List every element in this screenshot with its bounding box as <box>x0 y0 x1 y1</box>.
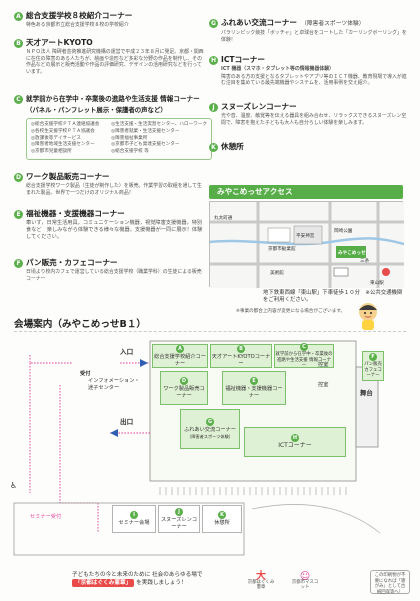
reception-label: 受付 <box>80 371 91 377</box>
map-label: 丸太町通 <box>214 214 233 221</box>
section-e-badge: E <box>14 210 23 219</box>
list-item: ◎障害者地域生活支援センター <box>31 142 95 148</box>
section-g-title: ふれあい交流コーナー（障害者スポーツ体験） <box>221 18 407 29</box>
section-d-badge: D <box>14 173 23 182</box>
section-d-title: ワーク製品販売コーナー <box>25 172 207 182</box>
footer: 子どもたちの今と未来のために 社会のあらゆる場で 「京都はぐくみ憲章」を実践しま… <box>0 568 420 601</box>
access-map-drawing: 平安神宮 京都市勧業館 みやこめっせ 東山駅 三条 丸太町通 岡崎公園 美術館 <box>210 202 404 288</box>
map-label: 京都市勧業館 <box>268 245 296 252</box>
section-h-desc: 障害のある方の支援となるタブレットやアプリ等のＩＣＴ機器、教育現場で導入が進む注… <box>221 73 407 87</box>
section-g: G ふれあい交流コーナー（障害者スポーツ体験） パラリンピック競技「ボッチャ」と… <box>209 18 407 43</box>
section-a-badge: A <box>14 12 23 21</box>
section-a: A 総合支援学校８校紹介コーナー 特色ある京都市立総合支援学校８校の学校紹介 <box>14 11 204 29</box>
exit-label: 出口 <box>120 418 134 426</box>
section-f-title: パン販売・カフェコーナー <box>25 258 207 268</box>
section-c: C 就学前から在学中・卒業後の進路や生活支援 情報コーナー （パネル・パンフレッ… <box>14 94 213 160</box>
restroom-icon: ♿ <box>10 481 18 490</box>
section-k-badge: K <box>209 143 218 152</box>
section-f-desc: 日頃より校内カフェで運営している総合支援学校（職業学科）の生徒による販売コーナー <box>26 269 202 282</box>
mascot-illustration <box>352 300 384 336</box>
venue-title: 会場案内（みやこめっせB１） <box>14 319 147 330</box>
section-j-title: スヌーズレンコーナー <box>220 102 408 112</box>
map-label: 平安神宮 <box>296 232 315 239</box>
footer-tag: 「京都はぐくみ憲章」 <box>72 579 135 587</box>
section-b: B 天才アートKYOTO ＮＰＯ法人 障碍者芸術推進研究機構の運営で平成２３年８… <box>14 38 207 75</box>
section-a-desc: 特色ある京都市立総合支援学校８校の学校紹介 <box>26 22 129 28</box>
map-label: 東山駅 <box>370 279 384 286</box>
footer-line2: を実践しましょう！ <box>136 580 187 586</box>
list-item: ◎総合支援学校 等 <box>111 149 149 155</box>
footnote: ※事業の都合上内容が変更になる場合がございます。 <box>236 309 346 314</box>
section-h-sub: ICT 機器（スマホ・タブレット等の情報機器体験） <box>221 66 335 72</box>
section-c-title: 就学前から在学中・卒業後の進路や生活支援 情報コーナー <box>25 94 213 104</box>
footer-line1: 子どもたちの今と未来のために 社会のあらゆる場で <box>72 572 203 578</box>
mascot-logo: ☺ 京都市マスコット <box>291 571 319 590</box>
section-d: D ワーク製品販売コーナー 総合支援学校ワーク製品（生徒が制作した）を販売。作業… <box>14 172 207 196</box>
section-d-desc: 総合支援学校ワーク製品（生徒が制作した）を販売。作業学習の取組を通して生まれた製… <box>26 183 202 196</box>
section-f-badge: F <box>14 259 23 268</box>
section-j-badge: J <box>209 103 218 112</box>
section-f: F パン販売・カフェコーナー 日頃より校内カフェで運営している総合支援学校（職業… <box>14 258 207 282</box>
section-g-badge: G <box>209 19 218 28</box>
list-item: ◎京都市子ども発達支援センター <box>111 142 180 148</box>
access-map: 平安神宮 京都市勧業館 みやこめっせ 東山駅 三条 丸太町通 岡崎公園 美術館 <box>209 201 404 288</box>
section-h-title: ICTコーナー <box>220 55 408 65</box>
section-k: K 休憩所 <box>209 142 405 152</box>
section-h: H ICTコーナー ICT 機器（スマホ・タブレット等の情報機器体験） 障害のあ… <box>209 55 408 87</box>
section-c-badge: C <box>14 95 23 104</box>
venue-divider <box>14 331 406 332</box>
list-item: ◎放課後等デイサービス <box>31 135 81 141</box>
section-c-list: ◎総合支援学校ＰＴＡ連絡協議会 ◎生活支援・生活実習センター、ハローワーク ◎各… <box>26 118 212 160</box>
section-g-sub: （障害者スポーツ体験） <box>300 21 365 27</box>
section-e-desc: 車いす，日常生活用具，コミュニケーション機器，視覚障害支援機器，特別食など 楽し… <box>26 220 203 240</box>
map-label: 美術館 <box>270 269 284 276</box>
info-center-label: インフォメーション・迷子センター <box>88 378 140 391</box>
map-label: 岡崎公園 <box>334 227 353 234</box>
recycle-note: この印刷物が不要になれば「雑がみ」として古紙回収等へ！ <box>370 570 410 595</box>
section-g-title-text: ふれあい交流コーナー <box>221 18 297 27</box>
section-a-title: 総合支援学校８校紹介コーナー <box>24 11 134 21</box>
list-item: ◎総合支援学校ＰＴＡ連絡協議会 <box>31 122 100 127</box>
entrance-label: 入口 <box>120 348 134 356</box>
section-k-title: 休憩所 <box>220 142 245 152</box>
map-label: 三条 <box>360 257 370 264</box>
waiting-room-2-label: 控室 <box>318 382 329 388</box>
footer-message: 子どもたちの今と未来のために 社会のあらゆる場で 「京都はぐくみ憲章」を実践しま… <box>72 571 202 587</box>
list-item: ◎障害福祉事業所 <box>111 135 148 141</box>
map-label: みやこめっせ <box>338 249 366 256</box>
section-j-desc: 光や音、温度、触覚等を伝える器具を組み合わせ、リラックスできるスヌーズレン空間で… <box>221 113 407 126</box>
section-b-badge: B <box>14 39 23 48</box>
section-c-sub: （パネル・パンフレット展示・保護者の声など） <box>26 106 167 114</box>
section-b-title: 天才アートKYOTO <box>25 38 207 48</box>
access-note: 地下鉄東西線「東山駅」下車徒歩１０分 ※公共交通機関をご利用ください。 <box>263 290 403 303</box>
section-b-desc: ＮＰＯ法人 障碍者芸術推進研究機構の運営で平成２３年８月に発足。京都・関西に在住… <box>26 49 204 75</box>
waiting-room-label: 控室 <box>318 362 329 368</box>
list-item: ◎各校生支援学校ＰＴＡ協議会 <box>31 128 95 134</box>
list-item: ◎障害者就業・生活支援センター <box>111 128 180 134</box>
hagukumi-logo: 大 京都はぐくみ憲章 <box>247 571 275 590</box>
section-e: E 福祉機器・支援機器コーナー 車いす，日常生活用具，コミュニケーション機器，視… <box>14 209 207 241</box>
section-g-desc: パラリンピック競技「ボッチャ」と卓球台をコートした「カーリングボーリング」を体験… <box>221 30 407 43</box>
section-h-badge: H <box>209 56 218 65</box>
section-e-title: 福祉機器・支援機器コーナー <box>25 209 207 219</box>
access-title: みやこめっせアクセス <box>209 185 403 199</box>
list-item: ◎生活支援・生活実習センター、ハローワーク <box>111 122 207 127</box>
seminar-reception-label: セミナー受付 <box>30 514 62 520</box>
section-j: J スヌーズレンコーナー 光や音、温度、触覚等を伝える器具を組み合わせ、リラック… <box>209 102 408 126</box>
list-item: ◎京都市児童相談所 <box>31 149 72 155</box>
stage-label: 舞台 <box>360 389 373 397</box>
